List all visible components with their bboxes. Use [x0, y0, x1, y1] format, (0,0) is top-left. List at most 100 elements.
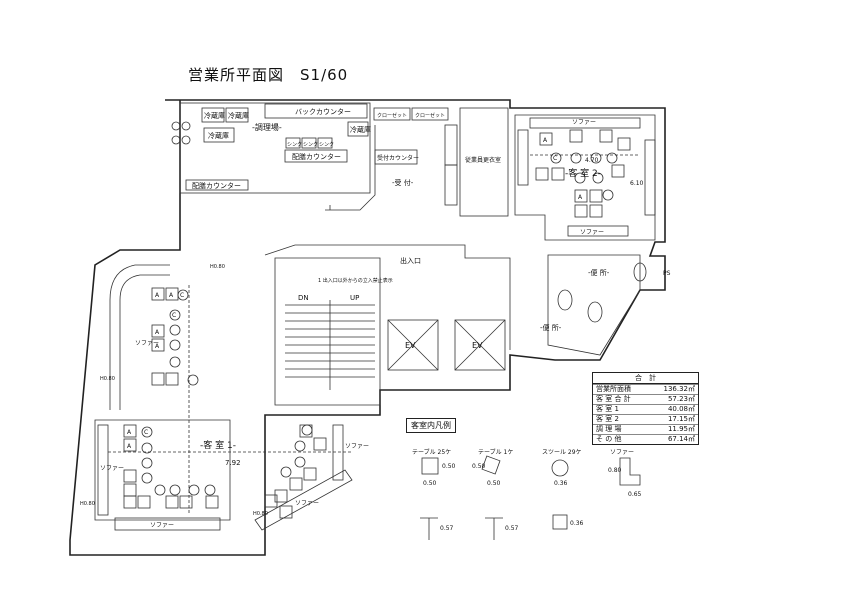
stairs-up-label: UP [350, 294, 359, 302]
legend-dim-050b: 0.50 [442, 463, 456, 470]
sofa-bottom [567, 225, 629, 237]
toilet-bowl-1 [557, 289, 573, 311]
back-counter-box [264, 103, 368, 119]
guest-room-1-label: -客 室 1- [200, 439, 236, 451]
table-mark: A [155, 329, 160, 336]
reception-label: -受 付- [392, 178, 414, 187]
summary-label: そ の 他 [596, 435, 622, 443]
summary-value: 11.95㎡ [667, 425, 695, 433]
sofa-label-room1-diag: ソファー [295, 500, 319, 507]
sink-label-3: シンク [319, 142, 334, 148]
closet-box-2 [411, 107, 449, 121]
closet-label-1: クローゼット [377, 112, 407, 119]
outer-wall [69, 99, 666, 556]
room1-dim-label: 7.92 [225, 459, 241, 467]
legend-sofa-label: ソファー [610, 449, 634, 456]
serving-counter-box-2 [185, 179, 249, 191]
sofa-curve-top-inner [119, 274, 170, 410]
legend-dim-065: 0.65 [628, 491, 642, 498]
ev-label-1: EV [405, 341, 416, 350]
fridge-label-1: 冷蔵庫 [204, 111, 225, 120]
sofa-label-room1-bottom: ソファー [150, 522, 174, 529]
toilet-label: -便 所- [588, 268, 610, 277]
room2-dim-label: 4.70 [585, 157, 599, 164]
fridge-label-3: 冷蔵庫 [208, 131, 229, 140]
summary-label: 客 室 2 [596, 415, 619, 423]
stair-note: 1 出入口以外からの立入禁止表示 [318, 277, 393, 284]
table-mark: A [127, 443, 132, 450]
sink-label-2: シンク [303, 142, 318, 148]
guest-room-2-wall [514, 114, 656, 241]
closet-box-4 [444, 164, 458, 206]
back-counter-label: バックカウンター [295, 107, 351, 116]
serving-counter-label: 配膳カウンター [292, 152, 341, 161]
stool-mark: C [180, 292, 184, 299]
summary-label: 客 室 1 [596, 405, 619, 413]
stove [171, 121, 181, 131]
sofa-left [517, 129, 529, 186]
table-mark: A [578, 194, 583, 201]
sofa-label-room2-top: ソファー [572, 119, 596, 126]
legend-dim-050d: 0.50 [472, 463, 486, 470]
reception-counter-label: 受付カウンター [377, 154, 419, 162]
stove [171, 135, 181, 145]
stool-mark: C [172, 312, 176, 319]
legend-dim-036b: 0.36 [570, 520, 584, 527]
summary-value: 67.14㎡ [667, 435, 695, 443]
room2-dim-label-v: 6.10 [630, 180, 644, 187]
stool-mark: C [144, 429, 148, 436]
summary-label: 客 室 合 計 [596, 395, 631, 403]
legend-dim-057a: 0.57 [440, 525, 454, 532]
guest-room-1-wall [94, 419, 231, 521]
summary-label: 調 理 場 [596, 425, 622, 433]
summary-row: 客 室 1 40.08㎡ [593, 404, 698, 414]
sofa-label-room1-left2: ソファー [100, 465, 124, 472]
sofa-right-1 [332, 424, 344, 481]
legend-stool-side [552, 514, 568, 530]
summary-value: 136.32㎡ [663, 385, 696, 393]
area-summary-table: 合 計 営業所面積 136.32㎡ 客 室 合 計 57.23㎡ 客 室 1 4… [592, 372, 699, 445]
stove [181, 121, 191, 131]
toilet-wall [547, 254, 641, 356]
summary-row: 調 理 場 11.95㎡ [593, 424, 698, 434]
table-mark: A [169, 292, 174, 299]
summary-row-total: 営業所面積 136.32㎡ [593, 384, 698, 394]
sink-box-2 [301, 137, 317, 149]
guest-room-2-label: -客 室 2- [565, 167, 601, 179]
staff-room-box [459, 107, 509, 217]
closet-box-1 [373, 107, 411, 121]
kitchen-area [179, 102, 371, 194]
legend-dim-036a: 0.36 [554, 480, 568, 487]
sofa-curve-top [109, 264, 170, 410]
stair-wall [274, 257, 381, 406]
legend-stool [551, 459, 569, 477]
sink-box-3 [317, 137, 333, 149]
fridge-box-3 [203, 127, 235, 143]
stool-mark: C [553, 155, 557, 162]
fridge-box-2 [225, 107, 249, 123]
height-label-2: H0.80 [100, 376, 115, 382]
stairs-dn-label: DN [298, 294, 309, 302]
height-label-4: H0.80 [253, 511, 268, 517]
table-mark: A [543, 137, 548, 144]
fridge-box-1 [201, 107, 225, 123]
sofa-right [644, 139, 656, 216]
hall-wall [264, 244, 511, 350]
legend-sofa [619, 457, 641, 486]
legend-table-1 [481, 455, 501, 475]
entrance-label: 出入口 [400, 256, 421, 265]
toilet-label-2: -便 所- [540, 323, 562, 332]
fridge-label-2: 冷蔵庫 [228, 111, 249, 120]
legend-table-25 [421, 457, 439, 475]
summary-value: 40.08㎡ [667, 405, 695, 413]
legend-table-side-2 [485, 517, 503, 540]
elevator-1 [387, 319, 439, 371]
legend-stool-label: スツール 29ケ [542, 449, 582, 456]
closet-box-3 [444, 124, 458, 166]
legend-table-side-1 [420, 517, 438, 540]
sofa-label-room1-left: ソファー [135, 340, 159, 347]
fridge-box-4 [347, 121, 369, 137]
summary-label: 営業所面積 [596, 385, 631, 393]
sofa-left-1 [97, 424, 109, 516]
